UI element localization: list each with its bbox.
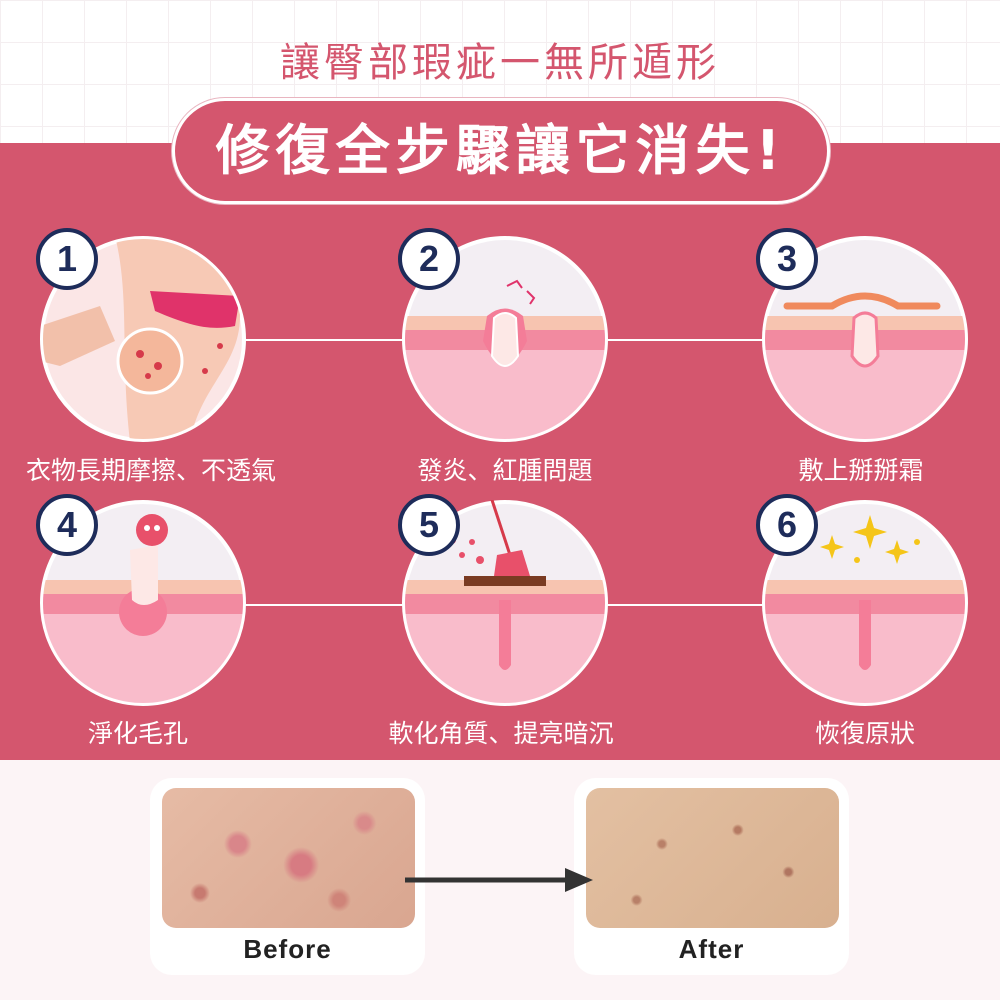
step-3-label: 敷上掰掰霜: [798, 456, 924, 485]
step-2-illustration: [402, 236, 608, 442]
step-4-illustration: [40, 500, 246, 706]
step-3-illustration: [762, 236, 968, 442]
after-label: After: [678, 934, 745, 964]
grid-background: [0, 0, 1000, 143]
step-5-label: 軟化角質、提亮暗沉: [388, 719, 614, 748]
step-6-illustration: [762, 500, 968, 706]
step-4-badge: 4: [36, 494, 98, 556]
page-title: 修復全步驟讓它消失!: [172, 98, 830, 204]
step-3-badge: 3: [756, 228, 818, 290]
step-5-illustration: [402, 500, 608, 706]
subtitle: 讓臀部瑕疵一無所遁形: [280, 40, 720, 86]
step-2-label: 發炎、紅腫問題: [417, 456, 593, 485]
step-6-label: 恢復原狀: [814, 719, 915, 748]
step-1-illustration: [40, 236, 246, 442]
step-6-badge: 6: [756, 494, 818, 556]
before-card: Before: [150, 778, 425, 975]
arrow-icon: [405, 868, 593, 892]
step-2-badge: 2: [398, 228, 460, 290]
step-1-label: 衣物長期摩擦、不透氣: [25, 456, 276, 485]
before-label: Before: [243, 934, 332, 964]
after-card: After: [574, 778, 849, 975]
step-4-label: 淨化毛孔: [87, 719, 188, 748]
step-1-badge: 1: [36, 228, 98, 290]
after-skin-photo: [586, 788, 839, 928]
step-5-badge: 5: [398, 494, 460, 556]
before-skin-photo: [162, 788, 415, 928]
